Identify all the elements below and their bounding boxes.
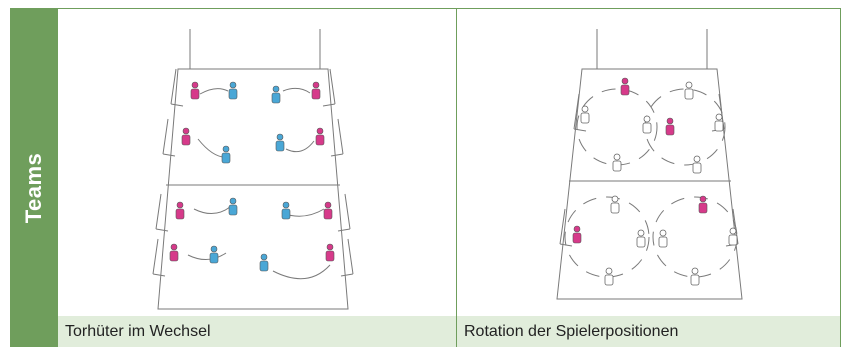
column-divider xyxy=(456,8,457,347)
caption-goalkeeper-rotation: Torhüter im Wechsel xyxy=(58,316,456,347)
sidebar-band: Teams xyxy=(10,8,58,347)
illustration-goalkeeper-rotation xyxy=(58,9,456,316)
illustration-position-rotation xyxy=(457,9,840,316)
sidebar-label: Teams xyxy=(21,152,46,224)
position-rotation-drawing xyxy=(556,29,743,300)
caption-position-rotation: Rotation der Spielerpositionen xyxy=(457,316,840,347)
table-frame xyxy=(10,8,841,347)
goalkeeper-rotation-drawing xyxy=(152,29,354,310)
